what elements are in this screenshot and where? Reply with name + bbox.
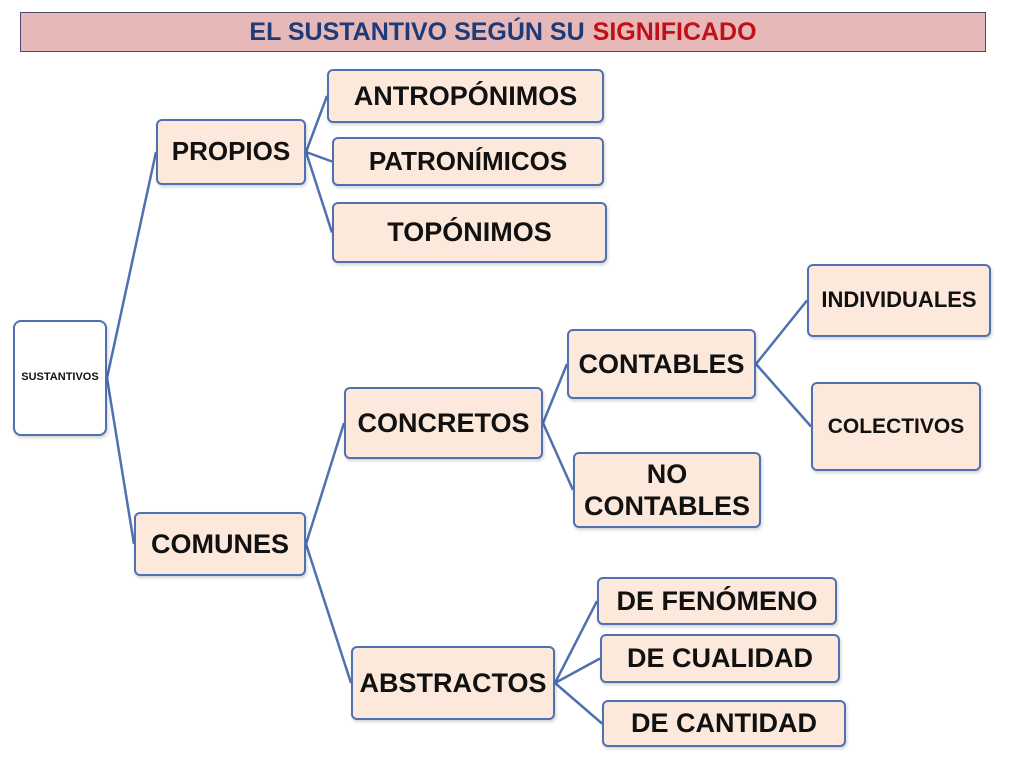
- node-de-fenomeno: DE FENÓMENO: [597, 577, 837, 625]
- node-antroponimos: ANTROPÓNIMOS: [327, 69, 604, 123]
- connector-sustantivos-comunes: [105, 377, 136, 545]
- node-de-cantidad: DE CANTIDAD: [602, 700, 846, 747]
- connector-abstractos-de_fenomeno: [553, 600, 599, 684]
- connector-comunes-abstractos: [304, 543, 353, 684]
- node-individuales: INDIVIDUALES: [807, 264, 991, 337]
- node-concretos: CONCRETOS: [344, 387, 543, 459]
- connector-propios-antroponimos: [304, 95, 329, 153]
- connector-propios-toponimos: [304, 151, 334, 233]
- node-sustantivos: SUSTANTIVOS: [13, 320, 107, 436]
- connector-abstractos-de_cantidad: [554, 682, 603, 725]
- connector-contables-colectivos: [755, 363, 812, 428]
- node-abstractos: ABSTRACTOS: [351, 646, 555, 720]
- connector-concretos-no_contables: [541, 422, 575, 491]
- connector-abstractos-de_cualidad: [554, 657, 601, 685]
- connector-propios-patronimicos: [305, 150, 333, 163]
- node-comunes: COMUNES: [134, 512, 306, 576]
- node-patronimicos: PATRONÍMICOS: [332, 137, 604, 186]
- node-contables: CONTABLES: [567, 329, 756, 399]
- connector-comunes-concretos: [304, 422, 346, 545]
- node-toponimos: TOPÓNIMOS: [332, 202, 607, 263]
- connector-contables-individuales: [755, 299, 808, 365]
- node-propios: PROPIOS: [156, 119, 306, 185]
- connector-sustantivos-propios: [105, 151, 158, 379]
- node-de-cualidad: DE CUALIDAD: [600, 634, 840, 683]
- diagram-title: EL SUSTANTIVO SEGÚN SU SIGNIFICADO: [20, 12, 986, 52]
- node-colectivos: COLECTIVOS: [811, 382, 981, 471]
- connector-concretos-contables: [541, 363, 569, 424]
- title-accent: SIGNIFICADO: [592, 17, 757, 46]
- node-no-contables: NO CONTABLES: [573, 452, 761, 528]
- title-main: EL SUSTANTIVO SEGÚN SU: [249, 17, 585, 46]
